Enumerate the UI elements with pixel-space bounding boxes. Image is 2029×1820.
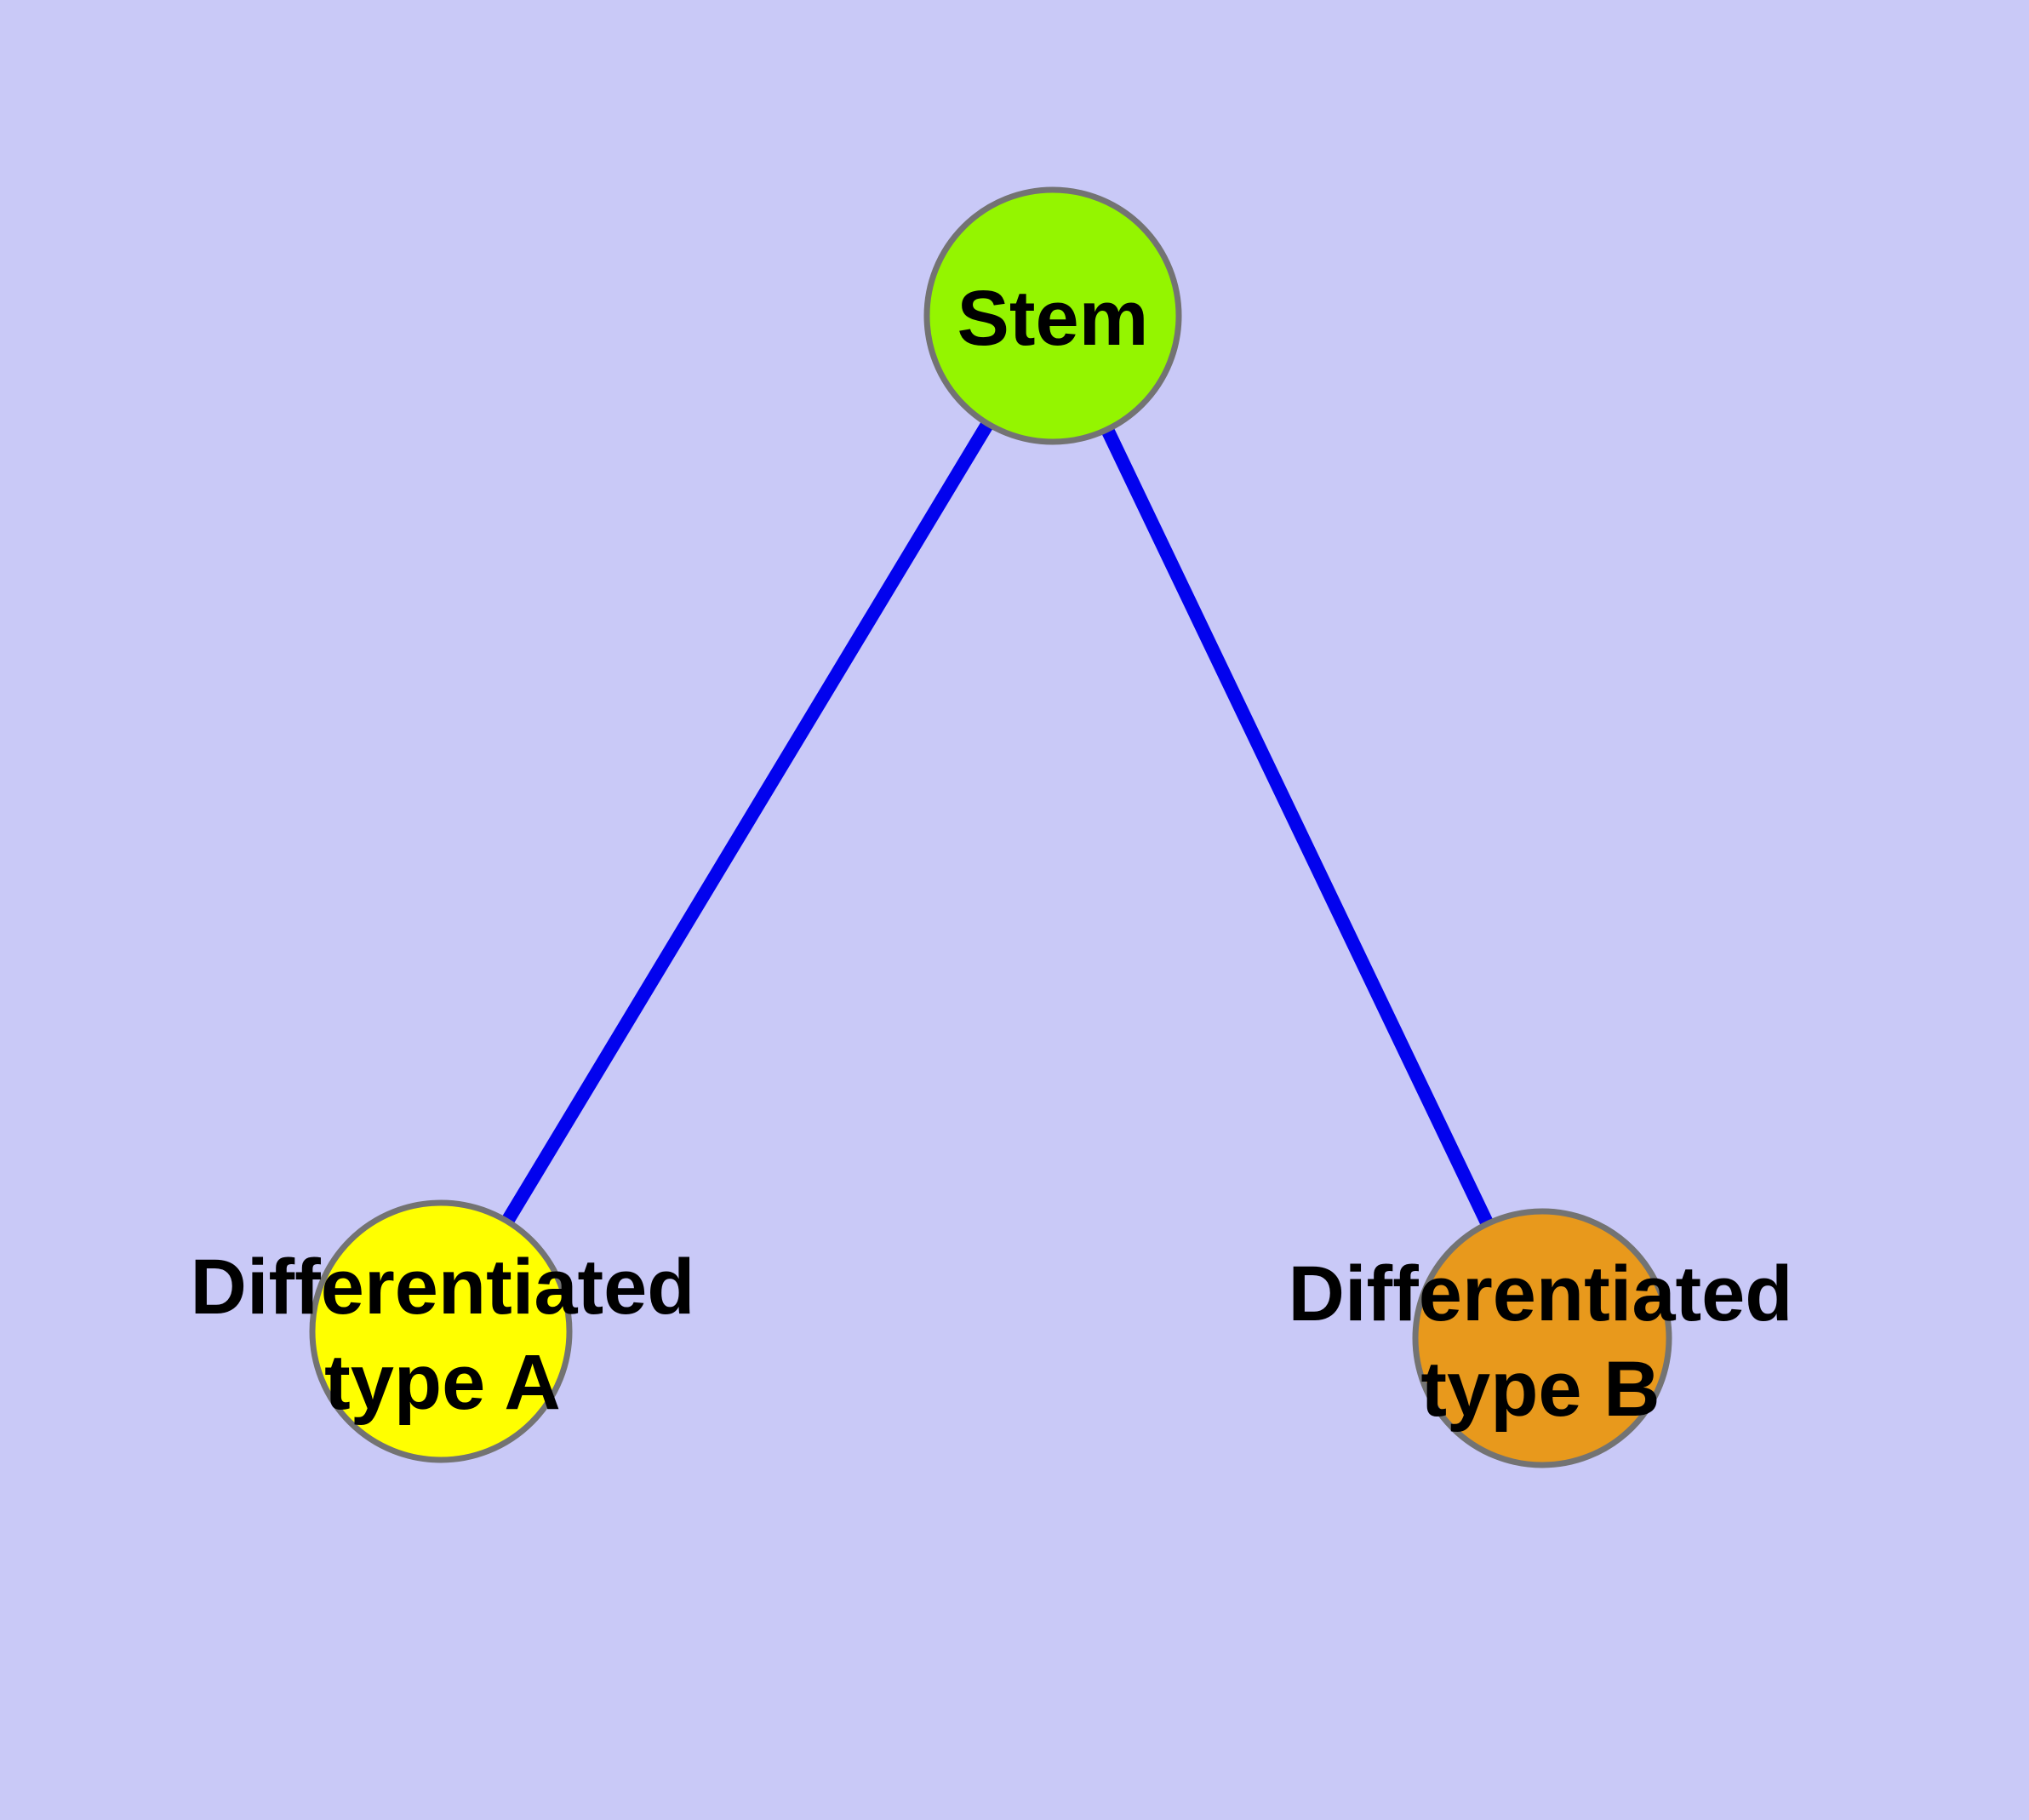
node-differentiated-type-b [1412, 1208, 1672, 1468]
node-label-differentiated-type-b: Differentiated type B [1289, 1246, 1793, 1437]
node-label-stem-line-1: Stem [957, 274, 1149, 362]
edge-stem-to-type-a [434, 309, 1060, 1338]
node-label-stem: Stem [957, 271, 1149, 366]
edge-stem-to-type-b [1046, 309, 1549, 1345]
node-label-differentiated-type-a: Differentiated type A [191, 1239, 695, 1430]
node-differentiated-type-a [309, 1199, 573, 1463]
node-label-type-a-line-1: Differentiated [190, 1243, 695, 1331]
node-stem [923, 186, 1182, 445]
node-label-type-b-line-1: Differentiated [1288, 1250, 1793, 1337]
node-label-type-b-line-2: type B [1420, 1346, 1660, 1433]
node-label-type-a-line-2: type A [324, 1339, 561, 1426]
